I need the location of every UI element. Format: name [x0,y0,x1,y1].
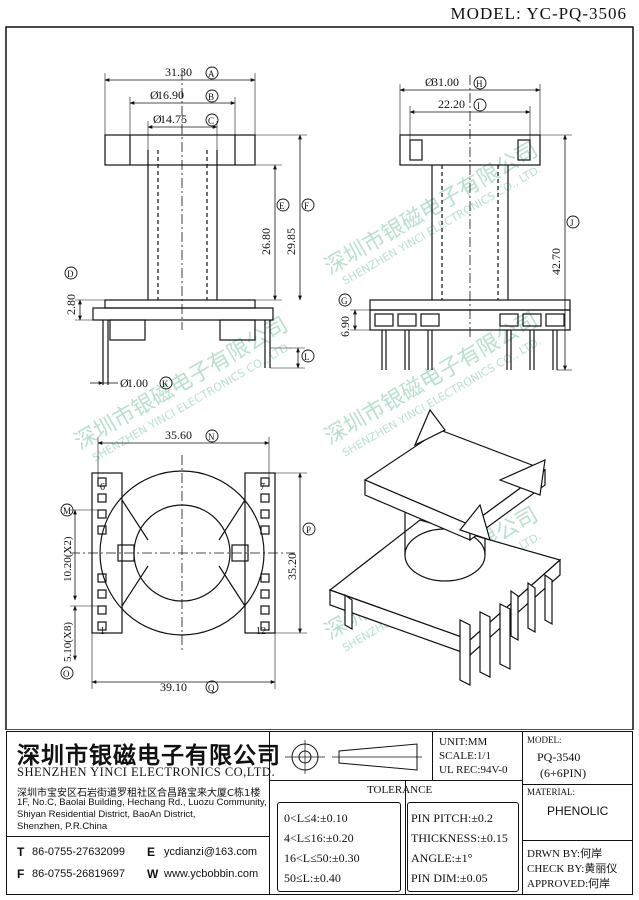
svg-text:31.00: 31.00 [432,75,459,89]
svg-text:A: A [208,69,215,79]
phone-label: T [17,845,25,859]
isometric-view [328,408,562,686]
phone-value: 86-0755-27632099 [32,846,125,858]
tolerance-right-3: ANGLE:±1° [411,851,473,865]
material-label: MATERIAL: [527,787,575,797]
tolerance-left-3: 16<L≤50:±0.30 [284,851,360,865]
svg-text:I: I [477,101,480,111]
address-en-1: 1F, No.C, Baolai Building, Hechang Rd., … [17,797,267,808]
title-block: 深圳市银磁电子有限公司 SHENZHEN YINCI ELECTRONICS C… [6,731,633,895]
ul-rec: UL REC:94V-0 [439,764,508,776]
svg-text:F: F [304,201,309,211]
svg-text:1: 1 [100,626,105,637]
svg-text:P: P [306,525,311,535]
tolerance-right-2: THICKNESS:±0.15 [411,831,508,845]
company-name-cn: 深圳市银磁电子有限公司 [17,743,281,769]
drawing-border [5,26,634,730]
svg-text:Ø: Ø [120,376,129,390]
material-value: PHENOLIC [547,804,609,818]
tolerance-left-2: 4<L≤16:±0.20 [284,831,354,845]
model-pins: (6+6PIN) [540,766,587,780]
approved-by: APPROVED:何岸 [527,878,611,890]
svg-text:16.90: 16.90 [157,88,184,102]
svg-text:14.75: 14.75 [160,112,187,126]
svg-text:M: M [63,506,71,516]
svg-text:C: C [208,116,214,126]
side-view-labels: 31.00Ø H 22.20 I 42.70 J 6.90 G [338,75,580,337]
svg-text:29.85: 29.85 [284,228,298,255]
svg-text:12: 12 [256,626,266,637]
svg-text:L: L [304,352,310,362]
email-value: ycdianzi@163.com [164,846,258,858]
svg-text:SHENZHEN YINCI ELECTRONICS CO.: SHENZHEN YINCI ELECTRONICS CO., LTD. [90,340,294,465]
svg-text:5.10(X8): 5.10(X8) [62,622,74,662]
fax-label: F [17,867,25,881]
svg-text:6: 6 [100,482,105,493]
email-label: E [147,845,156,859]
svg-text:26.80: 26.80 [259,228,273,255]
svg-text:Ø: Ø [425,75,434,89]
svg-text:7: 7 [260,482,265,493]
top-view-labels: 35.60 N 39.10 Q 35.20 P 10.20(X2) M 5.10… [60,428,316,694]
svg-text:10.20(X2): 10.20(X2) [62,536,74,582]
svg-text:1.00: 1.00 [127,376,148,390]
model-name: PQ-3540 [537,750,581,764]
tolerance-left-1: 0<L≤4:±0.10 [284,811,348,825]
unit: UNIT:MM [439,736,488,748]
front-view-labels: 31.30 A 16.90Ø B 14.75Ø C 26.80 E 29.85 … [64,65,315,390]
checked-by: CHECK BY:黄丽仪 [527,863,618,875]
svg-text:J: J [570,218,574,228]
svg-text:42.70: 42.70 [549,248,563,275]
side-view [350,75,572,371]
svg-text:E: E [279,201,285,211]
address-en-2: Shiyan Residential District, BaoAn Distr… [17,809,196,820]
svg-text:K: K [162,379,169,389]
svg-text:6.90: 6.90 [338,316,352,337]
tolerance-title: TOLERANCE [367,784,433,796]
tolerance-left-4: 50≤L:±0.40 [284,871,341,885]
scale: SCALE:1/1 [439,750,491,762]
svg-text:Ø: Ø [150,88,159,102]
svg-text:O: O [63,669,70,679]
model-title: MODEL: YC-PQ-3506 [450,4,627,23]
fax-value: 86-0755-26819697 [32,868,125,880]
front-view [75,70,307,385]
svg-text:31.30: 31.30 [165,65,192,79]
svg-text:B: B [208,92,214,102]
svg-text:2.80: 2.80 [64,294,78,315]
top-view [70,437,307,689]
drawn-by: DRWN BY:何岸 [527,848,603,860]
address-cn: 深圳市宝安区石岩街道罗租社区合昌路宝来大厦C栋1楼 [17,788,261,799]
svg-text:G: G [341,296,348,306]
svg-text:N: N [208,432,215,442]
svg-text:D: D [67,269,74,279]
svg-text:Ø: Ø [153,112,162,126]
address-en-3: Shenzhen, P.R.China [17,821,108,832]
company-name-en: SHENZHEN YINCI ELECTRONICS CO,LTD. [17,765,276,779]
svg-text:35.20: 35.20 [285,553,299,580]
projection-symbol-icon [285,740,422,774]
web-label: W [147,867,159,881]
web-value: www.ycbobbin.com [164,868,259,880]
model-label: MODEL: [527,735,562,745]
technical-drawing: 深圳市银磁电子有限公司 SHENZHEN YINCI ELECTRONICS C… [5,26,634,730]
tolerance-right-1: PIN PITCH:±0.2 [411,811,493,825]
tolerance-right-4: PIN DIM:±0.05 [411,871,488,885]
svg-text:Q: Q [208,683,215,693]
svg-text:H: H [476,79,483,89]
svg-text:39.10: 39.10 [160,680,187,694]
svg-text:35.60: 35.60 [165,428,192,442]
svg-text:22.20: 22.20 [438,97,465,111]
